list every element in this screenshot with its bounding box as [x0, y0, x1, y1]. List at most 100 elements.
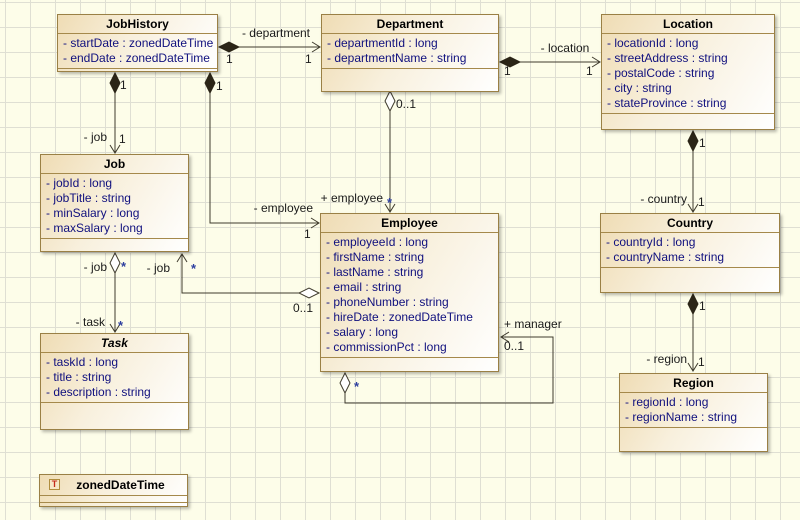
composition-diamond-icon	[217, 41, 241, 53]
relation-label: - department	[242, 26, 311, 40]
relation-label: - job	[84, 260, 108, 274]
arrowhead-icon	[176, 253, 188, 263]
multiplicity-label: 1	[698, 195, 705, 209]
attribute: - maxSalary : long	[46, 221, 143, 235]
relation-label: + employee	[321, 191, 384, 205]
relation-label: - job	[84, 130, 108, 144]
composition-diamond-icon	[109, 71, 121, 95]
attribute: - email : string	[326, 280, 402, 294]
class-job[interactable]: Job - jobId : long - jobTitle : string -…	[40, 154, 189, 252]
multiplicity-label: *	[387, 195, 393, 210]
arrowhead-icon	[500, 331, 510, 343]
multiplicity-label: 1	[698, 355, 705, 369]
datatype-empty-compartment	[40, 496, 187, 503]
class-employee[interactable]: Employee - employeeId : long - firstName…	[320, 213, 499, 372]
class-title: Employee	[321, 214, 498, 233]
operations-compartment	[601, 268, 779, 292]
relation-label: - task	[76, 315, 106, 329]
attribute: - endDate : zonedDateTime	[63, 51, 210, 65]
class-title: Country	[601, 214, 779, 233]
relation-jobhistory-employee[interactable]: - employee 1 1	[204, 71, 320, 241]
class-title: JobHistory	[58, 15, 217, 34]
relation-label: - employee	[254, 201, 314, 215]
datatype-t-icon: T	[49, 479, 60, 490]
attribute: - commissionPct : long	[326, 340, 447, 354]
class-country[interactable]: Country - countryId : long - countryName…	[600, 213, 780, 293]
relation-location-country[interactable]: - country 1 1	[640, 129, 706, 213]
attribute: - taskId : long	[46, 355, 119, 369]
attributes-compartment: - departmentId : long - departmentName :…	[322, 34, 498, 69]
arrowhead-icon	[310, 217, 320, 229]
composition-diamond-icon	[204, 71, 216, 95]
attribute: - startDate : zonedDateTime	[63, 36, 214, 50]
relation-jobhistory-department[interactable]: - department 1 1	[217, 26, 321, 66]
class-department[interactable]: Department - departmentId : long - depar…	[321, 14, 499, 92]
attribute: - regionName : string	[625, 410, 738, 424]
operations-compartment	[41, 403, 188, 429]
class-jobhistory[interactable]: JobHistory - startDate : zonedDateTime -…	[57, 14, 218, 72]
attribute: - departmentName : string	[327, 51, 467, 65]
relation-employee-manager[interactable]: + manager * 0..1	[339, 317, 562, 404]
multiplicity-label: *	[118, 318, 124, 333]
attributes-compartment: - locationId : long - streetAddress : st…	[602, 34, 774, 114]
attribute: - streetAddress : string	[607, 51, 728, 65]
datatype-empty-compartment	[40, 503, 187, 506]
arrowhead-icon	[591, 56, 601, 68]
class-title: Region	[620, 374, 767, 393]
arrowhead-icon	[687, 203, 699, 213]
datatype-title: T zonedDateTime	[40, 475, 187, 496]
attribute: - departmentId : long	[327, 36, 438, 50]
arrowhead-icon	[109, 323, 121, 333]
multiplicity-label: 0..1	[396, 97, 416, 111]
relation-department-employee[interactable]: + employee 0..1 *	[321, 89, 417, 213]
attribute: - lastName : string	[326, 265, 424, 279]
attribute: - stateProvince : string	[607, 96, 727, 110]
relation-label: - country	[640, 192, 687, 206]
attributes-compartment: - employeeId : long - firstName : string…	[321, 233, 498, 358]
attribute: - countryName : string	[606, 250, 725, 264]
aggregation-diamond-icon	[384, 89, 396, 113]
aggregation-diamond-icon	[297, 287, 321, 299]
class-title: Department	[322, 15, 498, 34]
relation-jobhistory-job[interactable]: - job 1 1	[84, 71, 127, 154]
attribute: - employeeId : long	[326, 235, 429, 249]
multiplicity-label: 1	[226, 52, 233, 66]
composition-diamond-icon	[687, 129, 699, 153]
relation-label: - region	[646, 352, 687, 366]
attributes-compartment: - startDate : zonedDateTime - endDate : …	[58, 34, 217, 69]
datatype-zoneddatetime[interactable]: T zonedDateTime	[39, 474, 188, 507]
arrowhead-icon	[311, 41, 321, 53]
relation-job-task[interactable]: - job * - task *	[76, 251, 127, 333]
relation-department-location[interactable]: - location 1 1	[498, 41, 601, 78]
attribute: - countryId : long	[606, 235, 696, 249]
multiplicity-label: 1	[304, 227, 311, 241]
relation-country-region[interactable]: - region 1 1	[646, 292, 706, 372]
multiplicity-label: 1	[305, 52, 312, 66]
operations-compartment	[322, 69, 498, 91]
class-region[interactable]: Region - regionId : long - regionName : …	[619, 373, 768, 452]
aggregation-diamond-icon	[109, 251, 121, 275]
multiplicity-label: 1	[504, 64, 511, 78]
operations-compartment	[58, 69, 217, 71]
composition-diamond-icon	[687, 292, 699, 316]
class-location[interactable]: Location - locationId : long - streetAdd…	[601, 14, 775, 130]
aggregation-diamond-icon	[339, 371, 351, 395]
attribute: - minSalary : long	[46, 206, 140, 220]
attribute: - jobId : long	[46, 176, 113, 190]
class-task[interactable]: Task - taskId : long - title : string - …	[40, 333, 189, 430]
relation-employee-job[interactable]: - job 0..1 *	[147, 253, 321, 315]
attributes-compartment: - countryId : long - countryName : strin…	[601, 233, 779, 268]
attribute: - description : string	[46, 385, 151, 399]
multiplicity-label: 1	[699, 136, 706, 150]
attribute: - jobTitle : string	[46, 191, 131, 205]
multiplicity-label: 0..1	[504, 339, 524, 353]
multiplicity-label: 1	[120, 78, 127, 92]
operations-compartment	[620, 428, 767, 451]
multiplicity-label: *	[354, 379, 360, 394]
relation-label: - job	[147, 261, 171, 275]
arrowhead-icon	[687, 362, 699, 372]
class-title: Task	[41, 334, 188, 353]
attribute: - title : string	[46, 370, 112, 384]
